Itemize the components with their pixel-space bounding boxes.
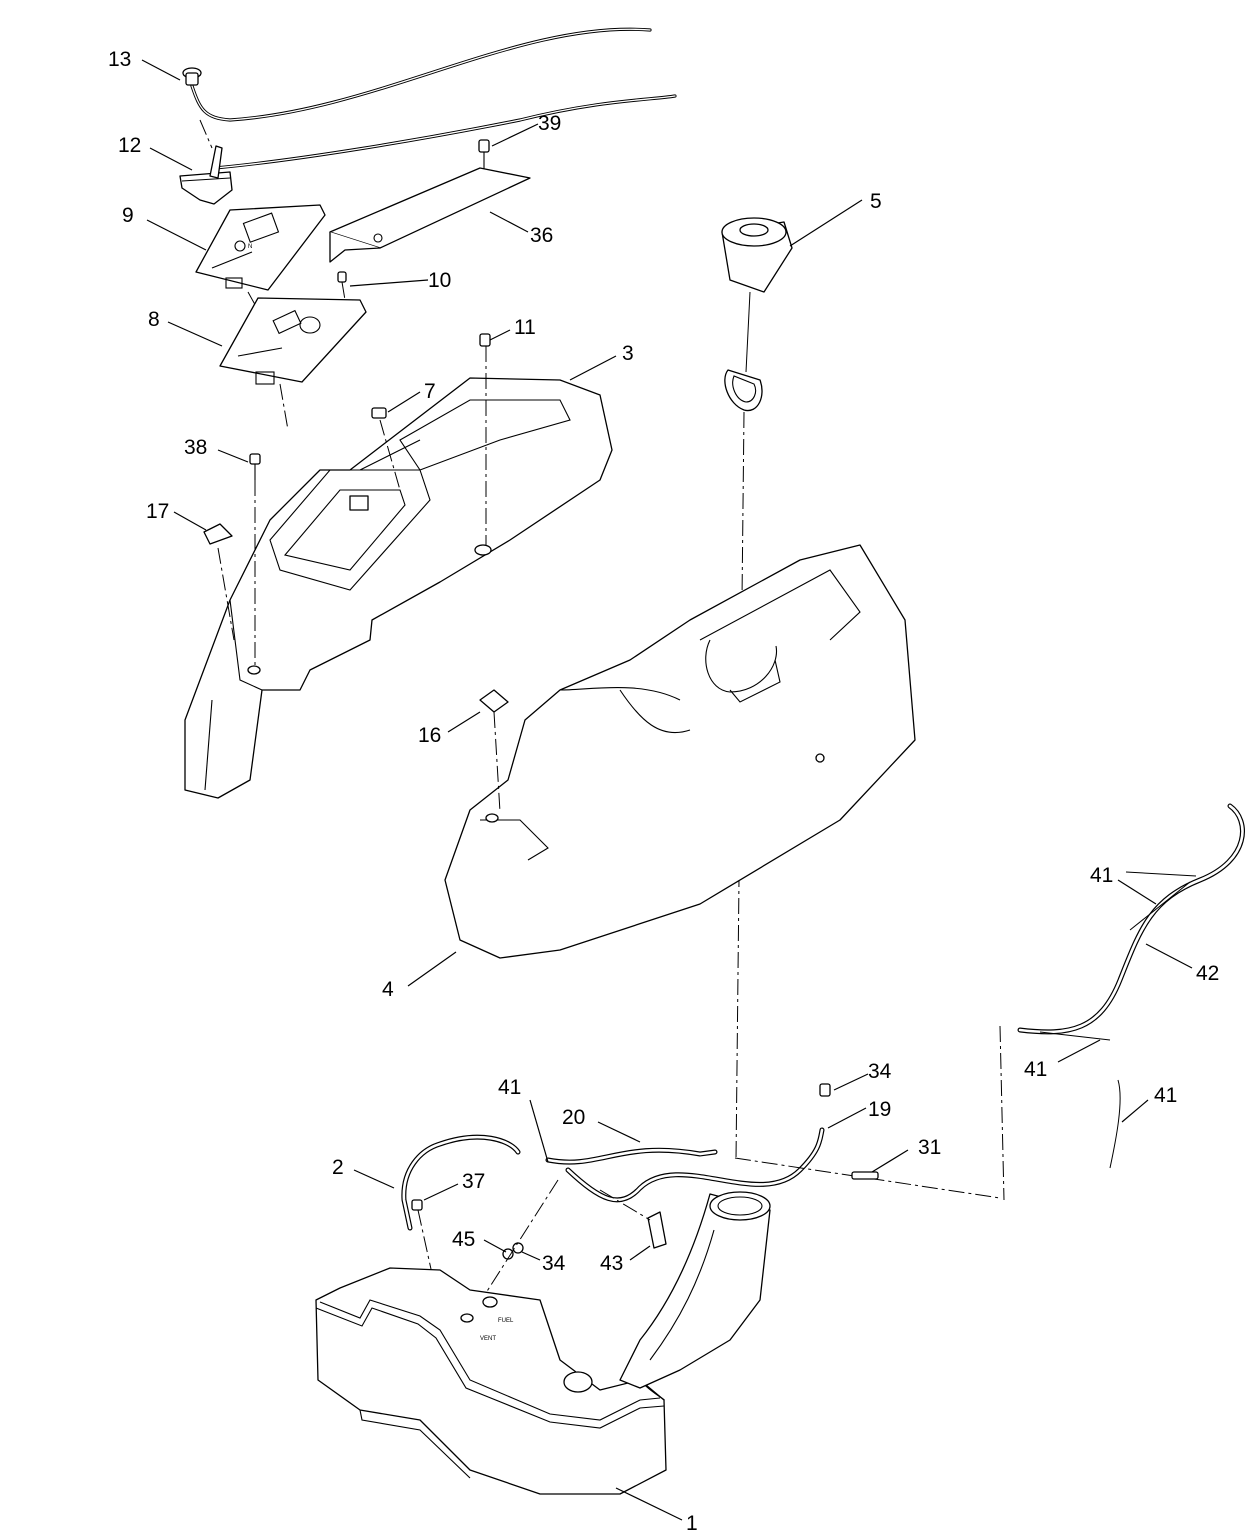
callout-20: 20: [562, 1106, 585, 1129]
axis-line: [735, 411, 745, 1161]
screw: [479, 333, 491, 347]
decal-n-label: N: [248, 244, 252, 250]
bumper: [203, 523, 233, 545]
tie-strap: [1109, 1079, 1121, 1169]
screw: [337, 271, 347, 301]
axis-line: [999, 1025, 1005, 1201]
console-housing: [184, 377, 613, 799]
callout-41-left: 41: [498, 1076, 521, 1099]
callout-12: 12: [118, 134, 141, 157]
callout-4: 4: [382, 978, 394, 1001]
callout-3: 3: [622, 342, 634, 365]
callout-37: 37: [462, 1170, 485, 1193]
callout-43: 42: [1196, 962, 1219, 985]
axis-line: [379, 419, 401, 491]
callout-10: 10: [428, 269, 451, 292]
bumper: [479, 689, 509, 713]
callout-7: 7: [424, 380, 436, 403]
axis-line: [599, 1189, 651, 1221]
callout-labels: 13 12 9 8 10 11 3 7 38 17 39 36 5 16 4 4…: [108, 48, 1219, 1535]
throttle-lever: [179, 145, 233, 205]
axis-line: [493, 711, 501, 813]
callout-45: 45: [452, 1228, 475, 1251]
callout-1: 1: [686, 1512, 698, 1535]
fuel-hose: [565, 1127, 825, 1203]
line-bracket: [401, 1134, 521, 1231]
callout-17: 17: [146, 500, 169, 523]
callout-34-upper: 34: [868, 1060, 892, 1083]
callout-19: 19: [868, 1098, 891, 1121]
bolt: [411, 1199, 423, 1211]
plug: [647, 1211, 667, 1249]
axis-line: [734, 1157, 1001, 1199]
screw: [249, 453, 261, 480]
fuel-line-right: [1017, 803, 1245, 1041]
decal: N: [195, 204, 326, 291]
callout-5: 5: [870, 190, 882, 213]
hose-fitting: [851, 1171, 879, 1180]
callout-8: 8: [148, 308, 160, 331]
callout-16: 16: [418, 724, 441, 747]
axis-line: [199, 119, 213, 149]
axis-line: [483, 1179, 559, 1297]
vent-port-label: VENT: [480, 1336, 496, 1342]
callout-31: 31: [918, 1136, 941, 1159]
fuel-cap: [721, 217, 793, 412]
choke-cable: [182, 27, 677, 170]
callout-41-mid: 41: [1024, 1058, 1047, 1081]
callout-2: 2: [332, 1156, 344, 1179]
axis-line: [247, 291, 259, 311]
callout-42: 43: [600, 1252, 623, 1275]
callout-41-right: 41: [1154, 1084, 1177, 1107]
clip: [371, 407, 387, 419]
cover-panel: [329, 167, 531, 263]
hose-clamp: [819, 1083, 831, 1097]
callout-9: 9: [122, 204, 134, 227]
callout-leaders: [141, 59, 1193, 1521]
callout-36: 36: [530, 224, 553, 247]
vent-hose: [545, 1147, 718, 1165]
callout-11: 11: [514, 316, 536, 339]
screw: [478, 139, 490, 172]
fuel-tank-cover: [444, 544, 916, 959]
control-panel: [219, 297, 367, 385]
callout-38: 38: [184, 436, 207, 459]
callout-13: 13: [108, 48, 131, 71]
callout-39: 39: [538, 112, 561, 135]
axis-line: [217, 547, 235, 641]
fuel-port-label: FUEL: [498, 1318, 514, 1324]
callout-34-lower: 34: [542, 1252, 566, 1275]
axis-line: [279, 383, 289, 431]
fuel-tank: FUEL VENT: [315, 1191, 771, 1495]
callout-41-upper: 41: [1090, 864, 1113, 887]
